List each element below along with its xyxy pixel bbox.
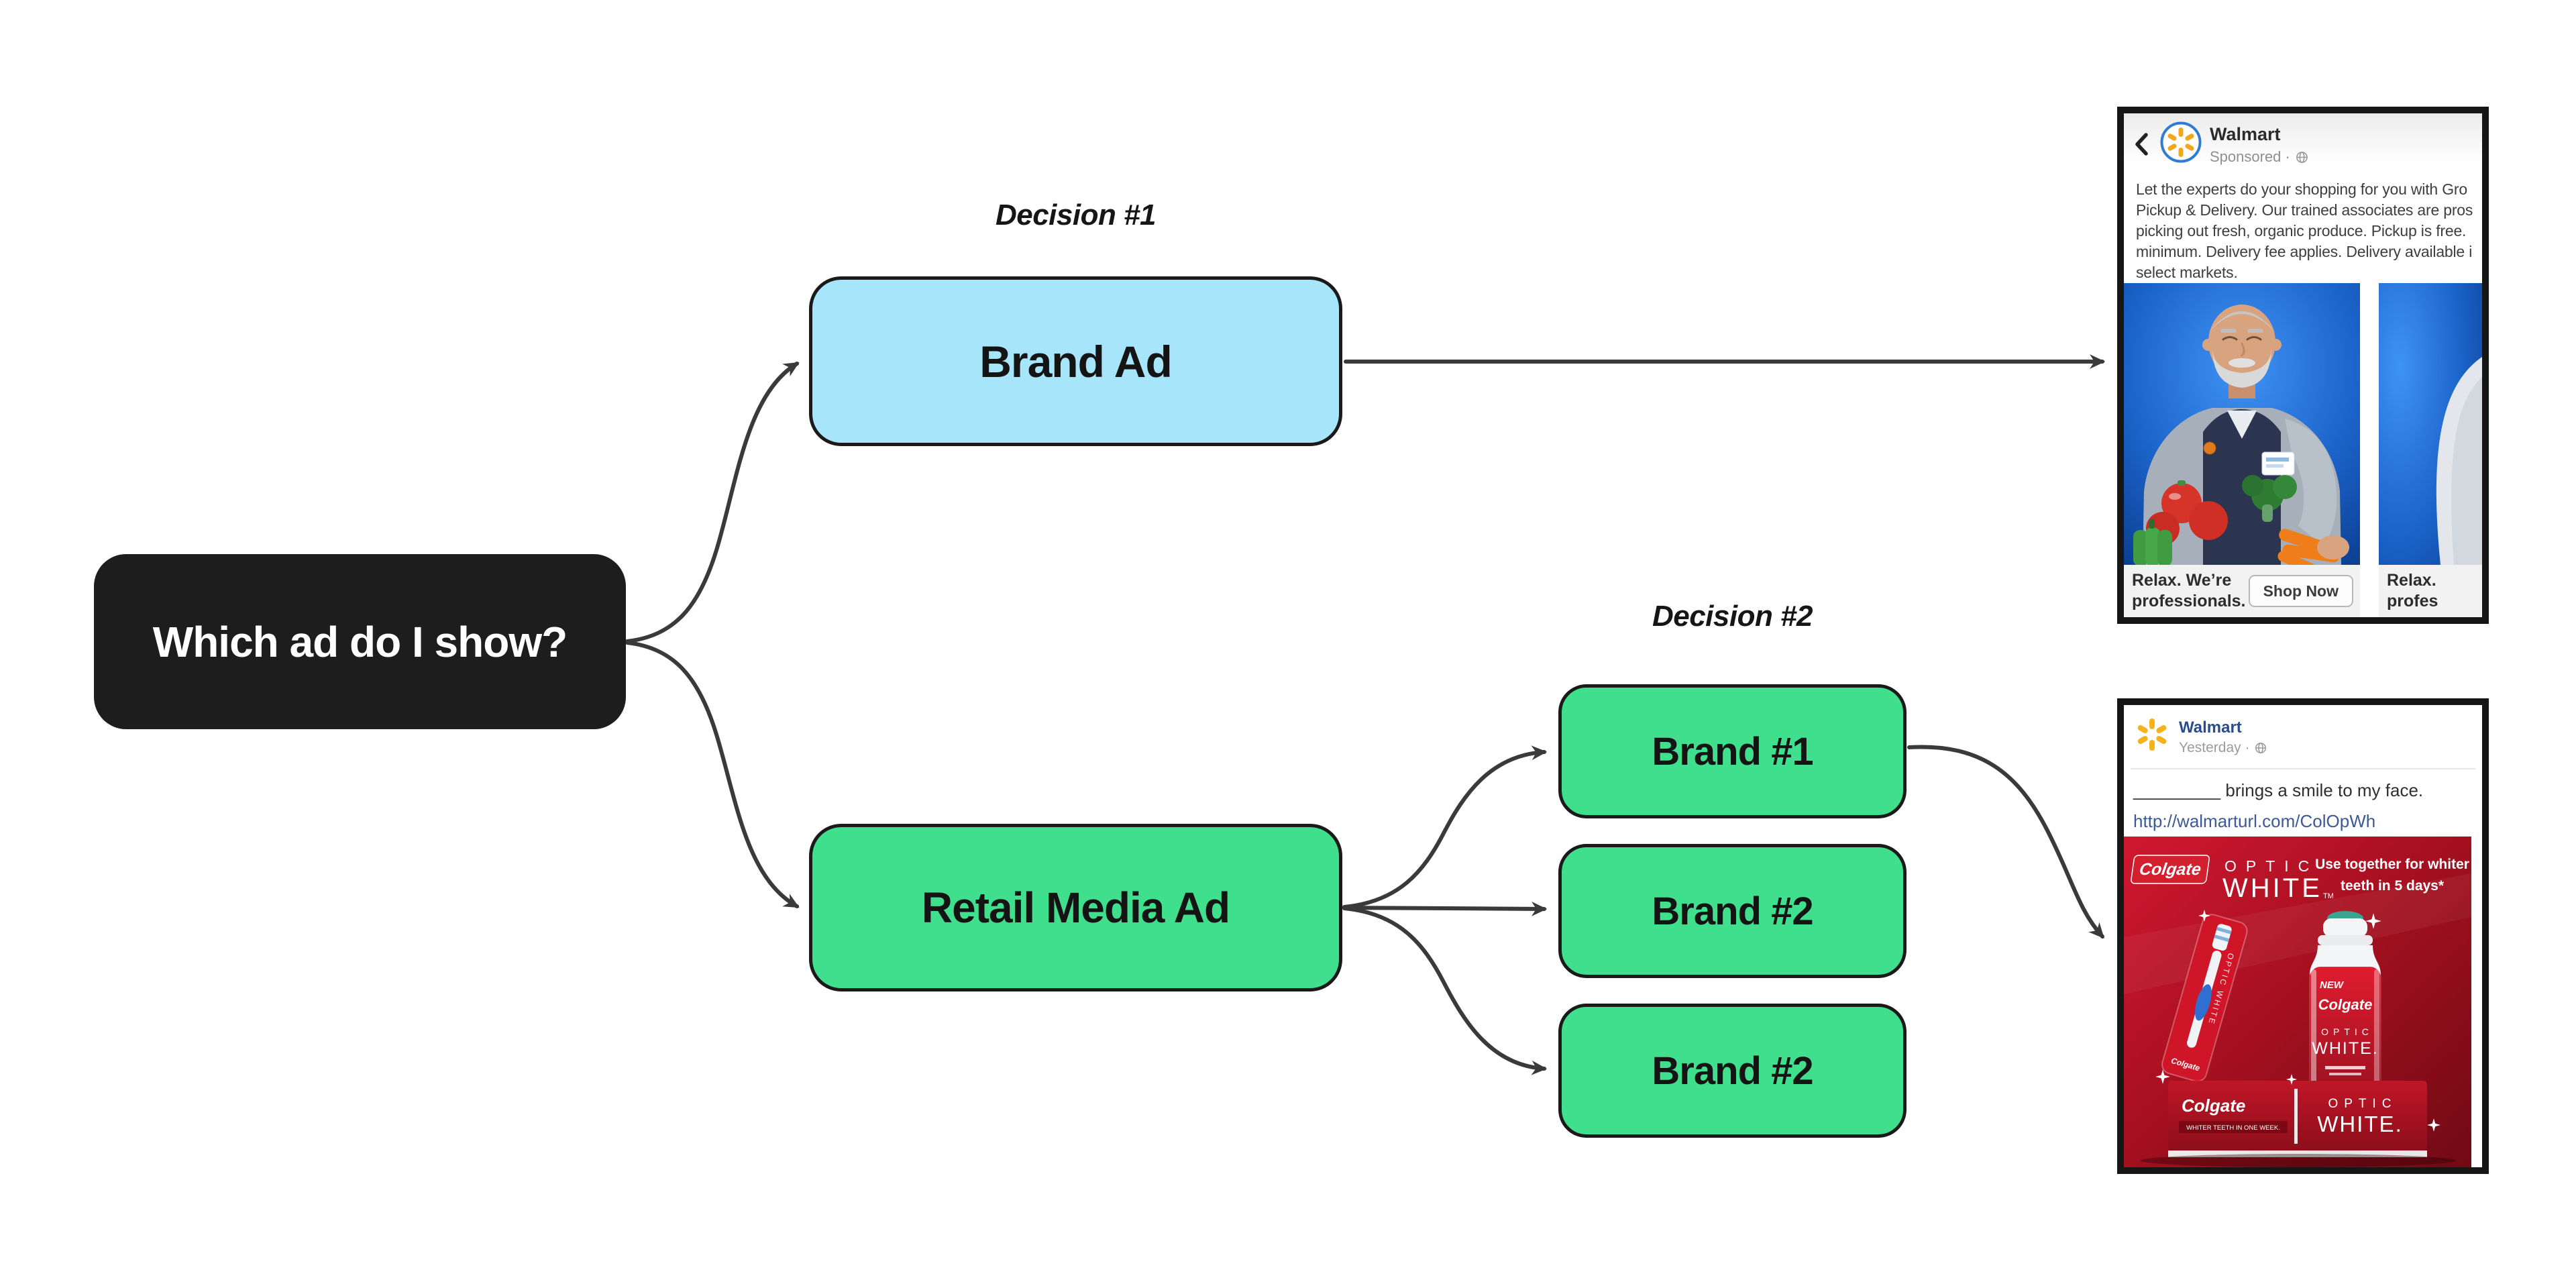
carousel-caption-line2: professionals. <box>2132 592 2246 610</box>
post-time-row: Yesterday · <box>2179 740 2267 756</box>
post-link[interactable]: http://walmarturl.com/ColOpWh <box>2133 811 2376 831</box>
partial-carousel-photo <box>2379 283 2482 565</box>
colgate-logo-chip: Colgate <box>2131 855 2210 884</box>
edge-root-to-brand-ad <box>625 362 800 643</box>
partial-caption-line2: profes <box>2387 592 2438 610</box>
optic-text: OPTIC <box>2224 857 2318 875</box>
ad-body-line: minimum. Delivery fee applies. Delivery … <box>2136 243 2473 260</box>
globe-icon <box>2296 151 2308 163</box>
walmart-ring-logo-icon <box>2160 121 2202 163</box>
bottle-brand-text: Colgate <box>2318 996 2373 1013</box>
white-text: WHITE <box>2222 873 2322 903</box>
brand-ad-preview-card: Walmart Sponsored · Let the experts do y… <box>2117 107 2489 624</box>
ad-body-line: picking out fresh, organic produce. Pick… <box>2136 222 2467 239</box>
colgate-logo-text: Colgate <box>2138 860 2202 879</box>
shop-now-button[interactable]: Shop Now <box>2248 575 2353 607</box>
node-brand-2b: Brand #2 <box>1558 1004 1907 1138</box>
sponsored-label: Sponsored · <box>2210 148 2290 165</box>
retail-media-ad-preview-card: Walmart Yesterday · _________ brings a s… <box>2117 698 2489 1174</box>
walmart-spark-icon <box>2137 718 2167 751</box>
advertiser-name: Walmart <box>2179 718 2242 737</box>
post-caption: _________ brings a smile to my face. <box>2133 780 2424 800</box>
edge-brand1-to-preview <box>1907 745 2104 939</box>
bottle-optic-text: OPTIC <box>2321 1026 2373 1037</box>
fb-post-header: Walmart Sponsored · <box>2124 113 2482 175</box>
edge-retail-to-brand2b <box>1342 906 1548 1075</box>
node-which-ad-do-i-show: Which ad do I show? <box>94 554 626 729</box>
carousel-caption-line1: Relax. We’re <box>2132 571 2232 590</box>
ad-body-line: select markets. <box>2136 264 2238 281</box>
time-label: Yesterday · <box>2179 740 2250 755</box>
globe-icon <box>2255 743 2267 753</box>
box-white-text: WHITE. <box>2317 1112 2402 1136</box>
claim-line2: teeth in 5 days* <box>2341 878 2445 894</box>
box-small-text: WHITER TEETH IN ONE WEEK. <box>2186 1124 2280 1132</box>
decision-1-label: Decision #1 <box>995 199 1157 231</box>
carousel-caption-strip-partial: Relax. profes <box>2379 565 2482 617</box>
grocery-associate-photo <box>2124 283 2360 565</box>
back-chevron-icon[interactable] <box>2132 131 2151 158</box>
edge-retail-to-brand1 <box>1342 745 1548 909</box>
toothbrush-pack: OPTIC WHITE Colgate <box>2161 914 2248 1082</box>
ad-body-line: Pickup & Delivery. Our trained associate… <box>2136 201 2473 219</box>
post-divider <box>2131 768 2475 769</box>
partial-caption-line1: Relax. <box>2387 571 2436 590</box>
sponsored-row: Sponsored · <box>2210 148 2308 166</box>
ad-body-text: Let the experts do your shopping for you… <box>2136 179 2482 283</box>
toothpaste-box: Colgate WHITER TEETH IN ONE WEEK. OPTIC … <box>2168 1081 2427 1157</box>
edge-root-to-retail <box>625 641 800 908</box>
box-brand-text: Colgate <box>2182 1095 2245 1116</box>
box-optic-text: OPTIC <box>2328 1097 2397 1111</box>
carousel-card-main: Relax. We’re professionals. Shop Now <box>2124 283 2360 617</box>
claim-line1: Use together for whiter <box>2315 857 2469 872</box>
node-brand-ad: Brand Ad <box>809 276 1342 446</box>
bottle-white-text: WHITE. <box>2312 1039 2379 1058</box>
carousel-card-partial: Relax. profes <box>2379 283 2482 617</box>
decision-2-label: Decision #2 <box>1652 600 1813 633</box>
node-brand-1: Brand #1 <box>1558 684 1907 818</box>
bottle-new-text: NEW <box>2320 979 2345 991</box>
node-retail-media-ad: Retail Media Ad <box>809 824 1342 992</box>
advertiser-name: Walmart <box>2210 124 2281 144</box>
mouthwash-bottle: NEW Colgate OPTIC WHITE. <box>2309 911 2381 1112</box>
trademark-text: TM <box>2323 892 2334 900</box>
node-brand-2: Brand #2 <box>1558 844 1907 978</box>
ad-body-line: Let the experts do your shopping for you… <box>2136 180 2467 198</box>
edge-retail-to-brand2 <box>1342 901 1548 916</box>
colgate-optic-white-creative: Colgate OPTIC WHITE TM Use together for … <box>2124 837 2471 1167</box>
carousel-caption-strip: Relax. We’re professionals. Shop Now <box>2124 565 2360 617</box>
